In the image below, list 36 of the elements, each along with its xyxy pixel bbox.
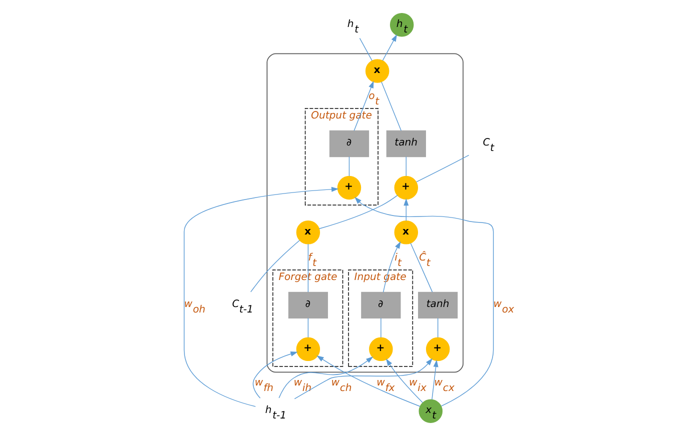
arrow: [382, 34, 397, 60]
connector: [437, 317, 438, 338]
arrow: [386, 358, 422, 402]
connector: [405, 156, 406, 176]
node-box: tanh: [386, 130, 426, 157]
node-circle: +: [394, 175, 418, 200]
node-circle: x: [394, 220, 418, 244]
connector: [307, 243, 308, 292]
connector: [416, 154, 469, 182]
arrow: [183, 186, 338, 406]
node-circle: +: [296, 336, 320, 361]
node-circle: x: [364, 58, 389, 82]
node-circle: +: [425, 336, 450, 361]
node-circle: +: [368, 336, 392, 361]
arrow: [403, 198, 408, 221]
connector: [380, 81, 401, 130]
node-box: ∂: [288, 291, 328, 318]
connector: [348, 156, 350, 176]
node-circle: +: [336, 175, 361, 200]
connector: [358, 37, 372, 60]
connector: [250, 240, 300, 292]
connector: [318, 194, 398, 229]
arrow: [252, 350, 298, 398]
connector: [410, 242, 432, 292]
node-box: ∂: [328, 130, 369, 157]
cluster: [266, 52, 464, 372]
arrow: [316, 354, 420, 406]
arrow: [294, 358, 432, 399]
connector: [307, 317, 308, 338]
arrow: [431, 359, 438, 400]
node-box: ∂: [360, 291, 400, 318]
node-box: tanh: [418, 291, 458, 318]
arrow: [354, 196, 494, 406]
node-circle: x: [296, 220, 320, 244]
arrow: [278, 356, 373, 398]
connector: [380, 317, 381, 338]
